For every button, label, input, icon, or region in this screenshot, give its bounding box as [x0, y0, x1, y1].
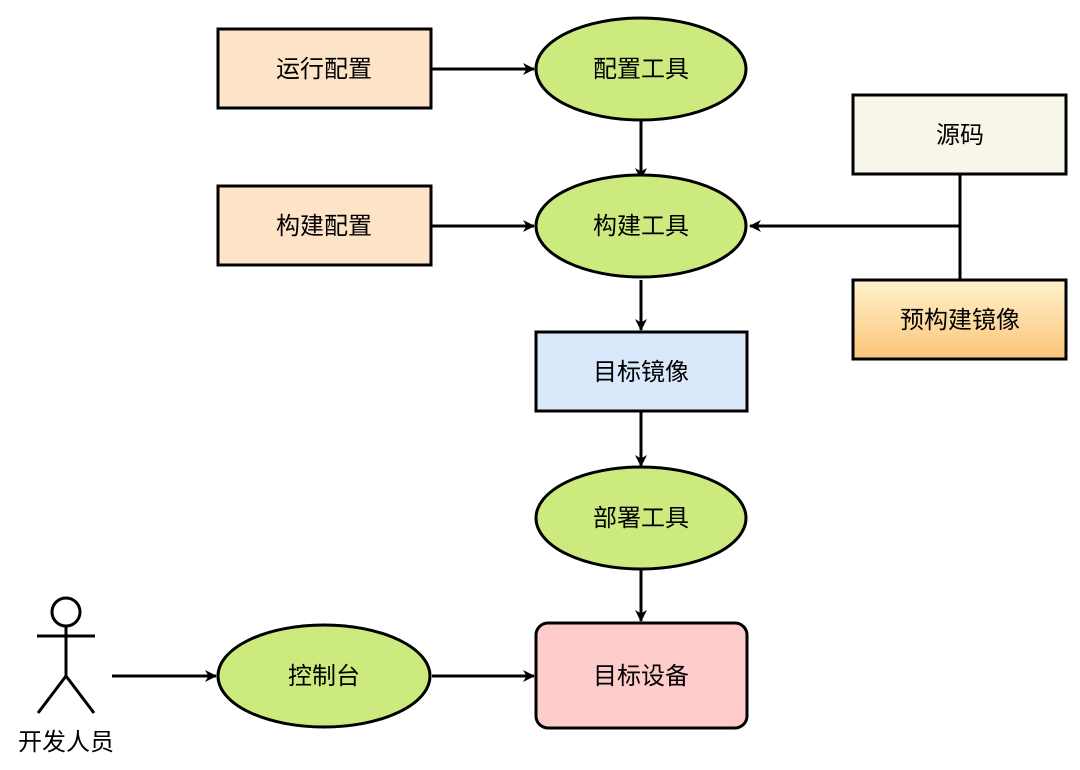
node-build-tool: 构建工具: [534, 173, 748, 279]
node-deploy-tool-label: 部署工具: [593, 504, 689, 532]
node-build-tool-label: 构建工具: [593, 212, 689, 240]
node-source-code: 源码: [851, 93, 1068, 176]
node-config-tool-shape: [534, 16, 748, 122]
node-target-image-label: 目标镜像: [593, 358, 689, 386]
node-run-config-box: [216, 27, 433, 110]
person-icon: [36, 596, 96, 714]
node-build-tool-shape: [534, 173, 748, 279]
edges: [112, 63, 962, 682]
node-console: 控制台: [216, 623, 432, 729]
node-run-config-label: 运行配置: [276, 55, 372, 83]
edge-source-code-to-build-tool: [749, 175, 962, 232]
node-console-label: 控制台: [288, 662, 360, 690]
node-prebuilt-image-box: [851, 278, 1068, 361]
node-build-config: 构建配置: [216, 184, 433, 267]
node-run-config: 运行配置: [216, 27, 433, 110]
node-target-device: 目标设备: [534, 621, 749, 730]
node-config-tool-label: 配置工具: [593, 55, 689, 83]
node-build-config-label: 构建配置: [276, 212, 372, 240]
node-prebuilt-image-label: 预构建镜像: [900, 306, 1020, 334]
node-config-tool: 配置工具: [534, 16, 748, 122]
actor-developer: 开发人员: [18, 596, 114, 756]
node-console-shape: [216, 623, 432, 729]
node-target-image: 目标镜像: [534, 330, 749, 413]
node-source-code-box: [851, 93, 1068, 176]
node-target-device-label: 目标设备: [593, 662, 689, 690]
node-target-image-box: [534, 330, 749, 413]
node-source-code-label: 源码: [936, 121, 984, 149]
node-target-device-box: [534, 621, 749, 730]
actor-developer-label: 开发人员: [18, 728, 114, 756]
node-prebuilt-image: 预构建镜像: [851, 278, 1068, 361]
node-deploy-tool: 部署工具: [534, 465, 748, 571]
node-build-config-box: [216, 184, 433, 267]
node-deploy-tool-shape: [534, 465, 748, 571]
